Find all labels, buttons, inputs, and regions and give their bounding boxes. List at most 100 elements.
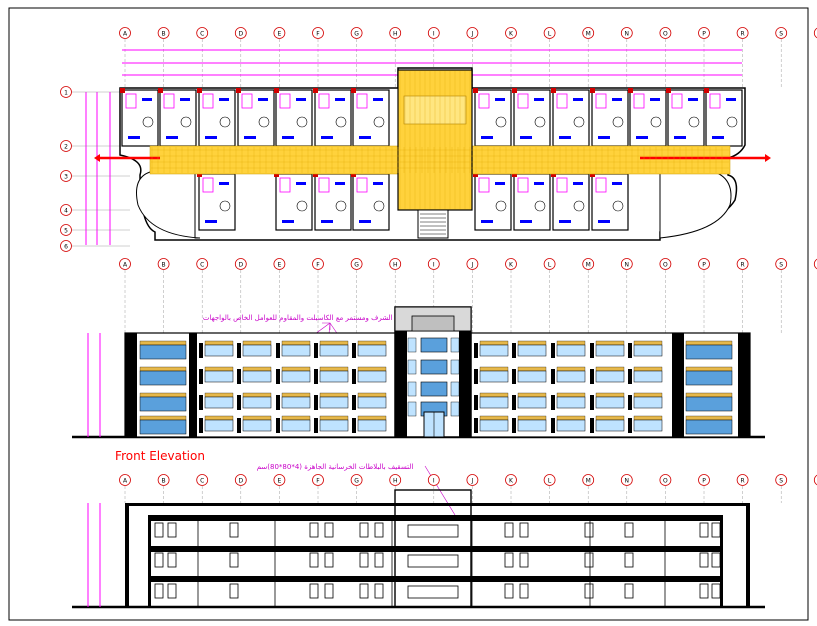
elevation-window	[237, 392, 272, 410]
section-floor-slabs	[125, 503, 750, 582]
building-section: التسقيف بالبلاطات الخرسانية الجاهزة (4*8…	[72, 463, 817, 609]
section-opening	[309, 552, 319, 568]
grid-bubble-label: O	[663, 261, 668, 268]
end-bay-window	[685, 366, 733, 386]
grid-bubble-s: S	[775, 258, 788, 333]
grid-bubble-j: J	[466, 258, 479, 333]
elevation-window	[276, 415, 311, 433]
row-bubble-label: 1	[64, 89, 68, 96]
grid-bubble-label: J	[471, 477, 474, 484]
section-opening	[309, 583, 319, 599]
elevation-window	[276, 366, 311, 384]
section-opening	[154, 552, 164, 568]
grid-bubble-e: E	[273, 27, 286, 88]
end-bay-window	[139, 340, 187, 360]
row-bubble-label: 3	[64, 173, 68, 180]
grid-bubble-label: H	[393, 261, 398, 268]
row-bubble-label: 4	[64, 207, 68, 214]
grid-bubble-c: C	[196, 27, 209, 88]
grid-bubble-s: S	[775, 27, 788, 88]
section-cut-line	[94, 154, 771, 162]
grid-bubble-label: E	[278, 30, 282, 37]
bottom-room	[197, 172, 236, 231]
top-room	[236, 88, 275, 147]
tower-window	[420, 337, 448, 353]
end-pier-west	[125, 333, 137, 437]
grid-bubble-label: L	[548, 477, 552, 484]
section-opening	[584, 552, 594, 568]
section-opening	[324, 583, 334, 599]
elevation-title: Front Elevation	[115, 449, 205, 463]
grid-bubble-p: P	[698, 258, 710, 333]
tower-pier-left	[395, 331, 407, 437]
grid-bubble-label: R	[741, 30, 745, 37]
top-room	[313, 88, 352, 147]
grid-bubble-p: P	[698, 474, 710, 503]
grid-bubble-i: I	[427, 474, 440, 503]
grid-bubble-label: S	[779, 477, 783, 484]
end-bay-window	[139, 415, 187, 435]
grid-bubble-m: M	[582, 474, 595, 503]
section-note: التسقيف بالبلاطات الخرسانية الجاهزة (4*8…	[257, 463, 414, 471]
grid-bubble-label: O	[663, 30, 668, 37]
row-bubble-6: 6	[60, 240, 130, 252]
grid-bubble-f: F	[312, 474, 324, 503]
grid-bubble-label: I	[433, 261, 435, 268]
rooms-bottom-row	[197, 172, 629, 231]
grid-bubble-d: D	[234, 27, 247, 88]
section-opening	[324, 522, 334, 538]
grid-bubble-n: N	[620, 474, 633, 503]
top-room	[120, 88, 159, 147]
grid-bubble-label: A	[123, 30, 128, 37]
elevation-window	[314, 415, 349, 433]
grid-bubble-s: S	[775, 474, 788, 503]
section-arrow-left-icon	[94, 154, 100, 162]
top-room	[551, 88, 590, 147]
grid-bubble-label: H	[393, 477, 398, 484]
grid-bubble-b: B	[157, 258, 170, 333]
section-opening	[359, 583, 369, 599]
section-opening	[711, 583, 721, 599]
row-bubble-label: 2	[64, 143, 68, 150]
elevation-window	[474, 340, 509, 358]
grid-bubble-f: F	[312, 27, 324, 88]
section-tower-opening	[407, 554, 459, 568]
elevation-window	[551, 415, 586, 433]
grid-bubble-label: P	[702, 477, 706, 484]
elevation-window	[474, 415, 509, 433]
grid-bubble-r: R	[736, 258, 749, 333]
tower-window	[420, 381, 448, 397]
grid-bubble-label: J	[471, 261, 474, 268]
grid-bubble-g: G	[350, 27, 363, 88]
section-opening	[324, 552, 334, 568]
grid-bubble-label: B	[162, 30, 166, 37]
section-opening	[519, 522, 529, 538]
top-room	[197, 88, 236, 147]
top-room	[473, 88, 512, 147]
grid-bubble-n: N	[620, 27, 633, 88]
elevation-window	[551, 392, 586, 410]
elevation-window	[628, 415, 663, 433]
elevation-window	[512, 415, 547, 433]
bottom-room	[551, 172, 590, 231]
section-opening	[374, 583, 384, 599]
grid-bubble-o: O	[659, 27, 672, 88]
elevation-window	[199, 366, 234, 384]
section-opening	[359, 552, 369, 568]
elevation-window	[276, 340, 311, 358]
grid-bubble-e: E	[273, 258, 286, 333]
grid-bubble-label: I	[433, 477, 435, 484]
top-room	[512, 88, 551, 147]
grid-bubble-label: E	[278, 261, 282, 268]
section-opening	[167, 583, 177, 599]
elevation-window	[314, 392, 349, 410]
section-opening	[699, 552, 709, 568]
grid-bubble-label: C	[200, 261, 204, 268]
grid-bubble-label: K	[509, 261, 514, 268]
grid-bubble-label: N	[625, 261, 630, 268]
grid-bubble-label: E	[278, 477, 282, 484]
section-opening	[584, 583, 594, 599]
grid-bubble-label: C	[200, 30, 204, 37]
